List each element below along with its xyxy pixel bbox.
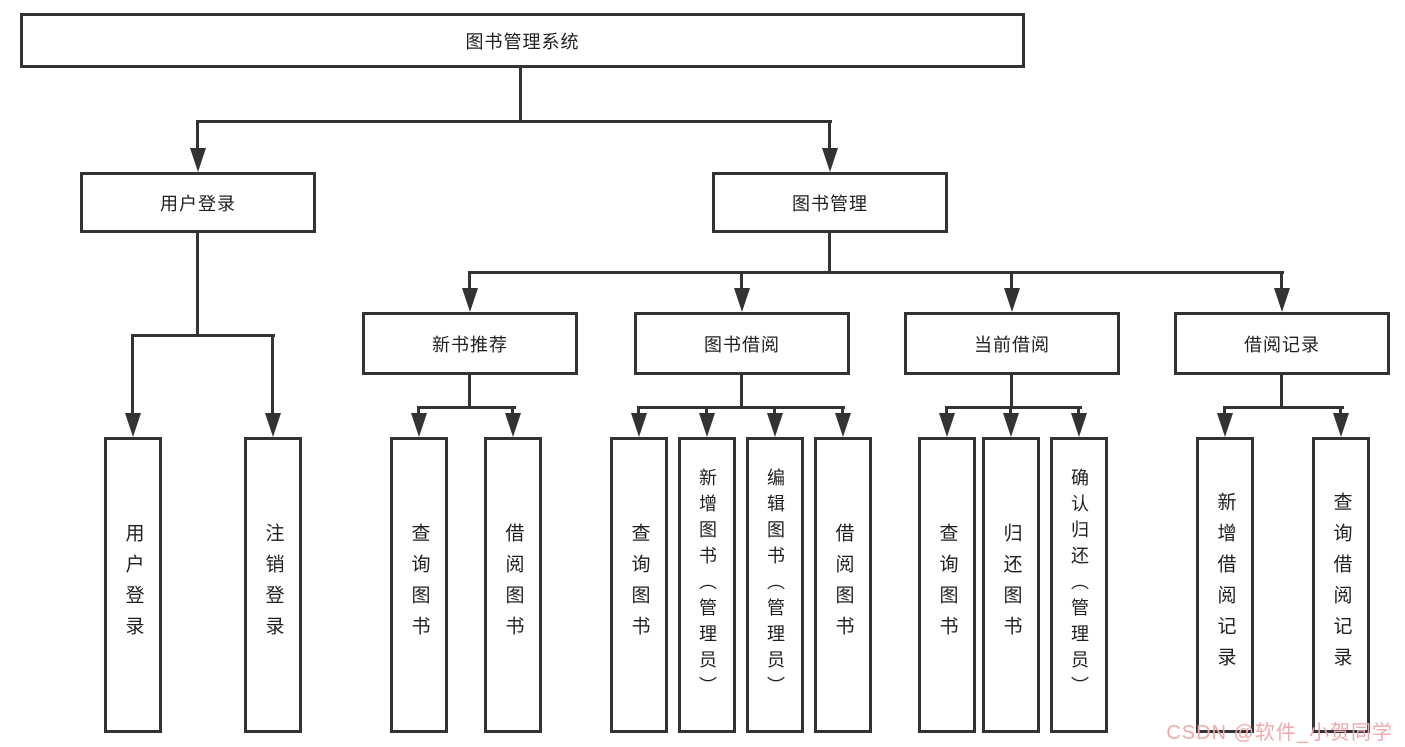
connector-line xyxy=(841,406,844,417)
arrow-down-icon xyxy=(699,413,715,437)
connector-line xyxy=(740,271,743,292)
leaf-confirm-return-admin: 确认归还（管理员） xyxy=(1050,437,1108,733)
node-label: 借阅记录 xyxy=(1244,334,1320,355)
arrow-down-icon xyxy=(462,288,478,312)
connector-line xyxy=(1280,375,1283,409)
leaf-query-books-current: 查询图书 xyxy=(918,437,976,733)
leaf-query-books-borrow: 查询图书 xyxy=(610,437,668,733)
node-label: 新增借阅记录 xyxy=(1214,492,1236,678)
connector-line xyxy=(740,375,743,409)
arrow-down-icon xyxy=(835,413,851,437)
connector-line xyxy=(1339,406,1342,417)
node-label: 借阅图书 xyxy=(832,523,854,647)
connector-line xyxy=(1010,271,1013,292)
connector-line xyxy=(131,334,134,419)
arrow-down-icon xyxy=(1004,288,1020,312)
leaf-user-login: 用户登录 xyxy=(104,437,162,733)
arrow-down-icon xyxy=(734,288,750,312)
leaf-return-book: 归还图书 xyxy=(982,437,1040,733)
leaf-add-book-admin: 新增图书（管理员） xyxy=(678,437,736,733)
arrow-down-icon xyxy=(939,413,955,437)
arrow-down-icon xyxy=(125,413,141,437)
leaf-add-borrow-record: 新增借阅记录 xyxy=(1196,437,1254,733)
node-borrow-records: 借阅记录 xyxy=(1174,312,1390,375)
connector-line xyxy=(1223,406,1226,417)
connector-line xyxy=(196,120,832,123)
node-label: 注销登录 xyxy=(262,523,284,647)
watermark: CSDN @软件_小贺同学 xyxy=(1166,722,1393,744)
connector-line xyxy=(1077,406,1080,417)
node-label: 查询图书 xyxy=(408,523,430,647)
node-book-management: 图书管理 xyxy=(712,172,948,233)
arrow-down-icon xyxy=(265,413,281,437)
node-label: 查询借阅记录 xyxy=(1330,492,1352,678)
arrow-down-icon xyxy=(631,413,647,437)
node-library-system: 图书管理系统 xyxy=(20,13,1025,68)
node-current-borrow: 当前借阅 xyxy=(904,312,1120,375)
arrow-down-icon xyxy=(1003,413,1019,437)
connector-line xyxy=(196,233,199,337)
arrow-down-icon xyxy=(1274,288,1290,312)
connector-line xyxy=(828,120,831,154)
arrow-down-icon xyxy=(767,413,783,437)
node-label: 图书管理 xyxy=(792,193,868,214)
connector-line xyxy=(196,120,199,154)
node-label: 新书推荐 xyxy=(432,334,508,355)
leaf-query-borrow-record: 查询借阅记录 xyxy=(1312,437,1370,733)
node-label: 新增图书（管理员） xyxy=(697,468,717,702)
arrow-down-icon xyxy=(505,413,521,437)
node-new-book-recommend: 新书推荐 xyxy=(362,312,578,375)
connector-line xyxy=(131,334,275,337)
node-label: 归还图书 xyxy=(1000,523,1022,647)
connector-line xyxy=(417,406,516,409)
node-label: 用户登录 xyxy=(122,523,144,647)
connector-line xyxy=(1280,271,1283,292)
node-label: 确认归还（管理员） xyxy=(1069,468,1089,702)
node-label: 借阅图书 xyxy=(502,523,524,647)
node-user-login: 用户登录 xyxy=(80,172,316,233)
leaf-borrow-books: 借阅图书 xyxy=(814,437,872,733)
node-label: 用户登录 xyxy=(160,193,236,214)
arrow-down-icon xyxy=(411,413,427,437)
node-label: 查询图书 xyxy=(936,523,958,647)
connector-line xyxy=(468,375,471,409)
connector-line xyxy=(1009,406,1012,417)
node-label: 图书借阅 xyxy=(704,334,780,355)
connector-line xyxy=(271,334,274,419)
connector-line xyxy=(468,271,471,292)
node-label: 编辑图书（管理员） xyxy=(765,468,785,702)
connector-line xyxy=(705,406,708,417)
connector-line xyxy=(417,406,420,417)
arrow-down-icon xyxy=(822,148,838,172)
leaf-logout: 注销登录 xyxy=(244,437,302,733)
leaf-borrow-books-recommend: 借阅图书 xyxy=(484,437,542,733)
connector-line xyxy=(828,233,831,274)
node-book-borrow: 图书借阅 xyxy=(634,312,850,375)
node-label: 图书管理系统 xyxy=(465,31,580,52)
connector-line xyxy=(519,68,522,122)
node-label: 查询图书 xyxy=(628,523,650,647)
connector-line xyxy=(945,406,948,417)
node-label: 当前借阅 xyxy=(974,334,1050,355)
arrow-down-icon xyxy=(1333,413,1349,437)
connector-line xyxy=(945,406,1082,409)
arrow-down-icon xyxy=(1217,413,1233,437)
leaf-query-books-recommend: 查询图书 xyxy=(390,437,448,733)
connector-line xyxy=(773,406,776,417)
connector-line xyxy=(1223,406,1344,409)
connector-line xyxy=(468,271,1284,274)
arrow-down-icon xyxy=(190,148,206,172)
connector-line xyxy=(511,406,514,417)
leaf-edit-book-admin: 编辑图书（管理员） xyxy=(746,437,804,733)
connector-line xyxy=(1010,375,1013,409)
connector-line xyxy=(637,406,845,409)
arrow-down-icon xyxy=(1071,413,1087,437)
connector-line xyxy=(637,406,640,417)
